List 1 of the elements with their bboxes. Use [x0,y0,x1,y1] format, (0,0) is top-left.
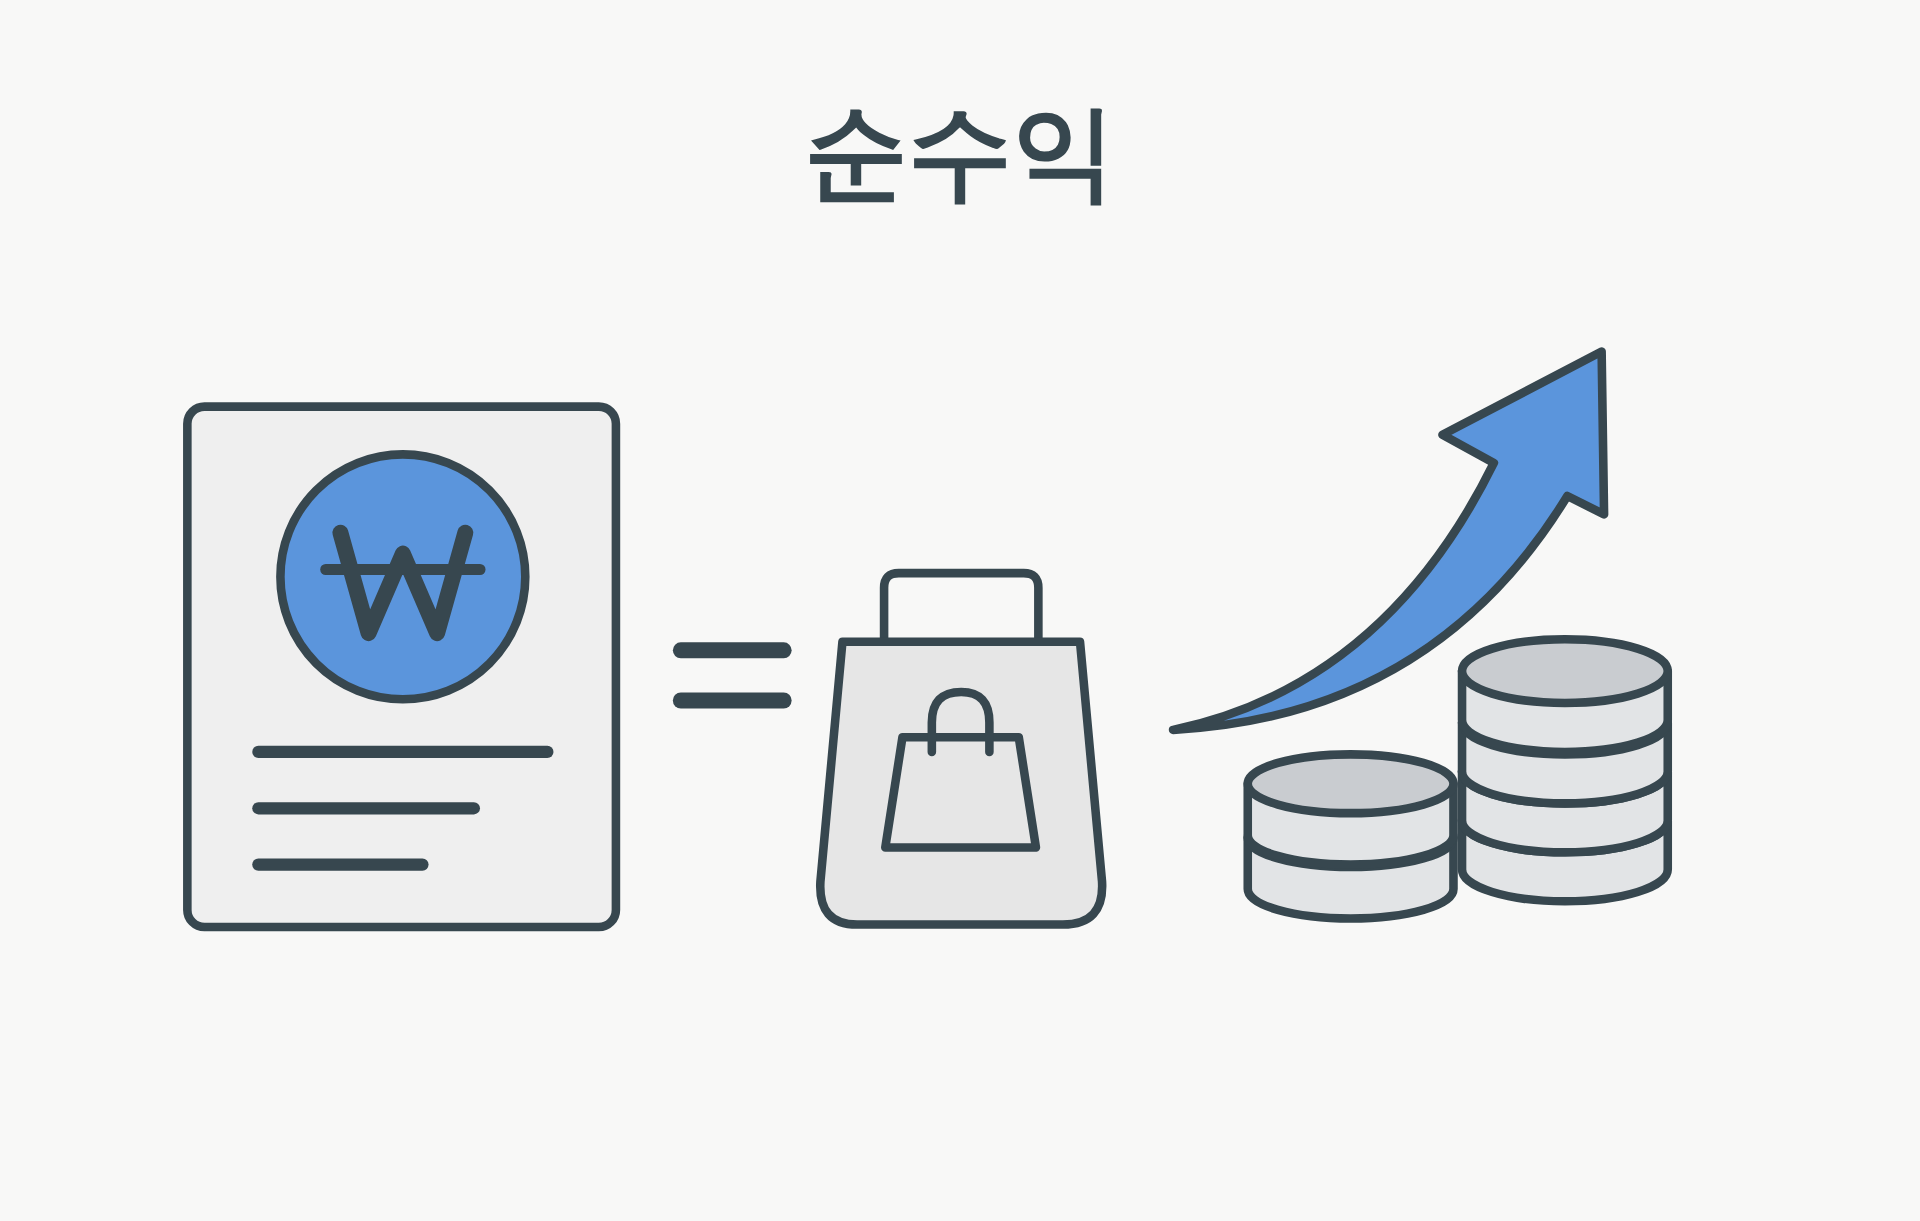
title: 순수익 [804,95,1116,210]
